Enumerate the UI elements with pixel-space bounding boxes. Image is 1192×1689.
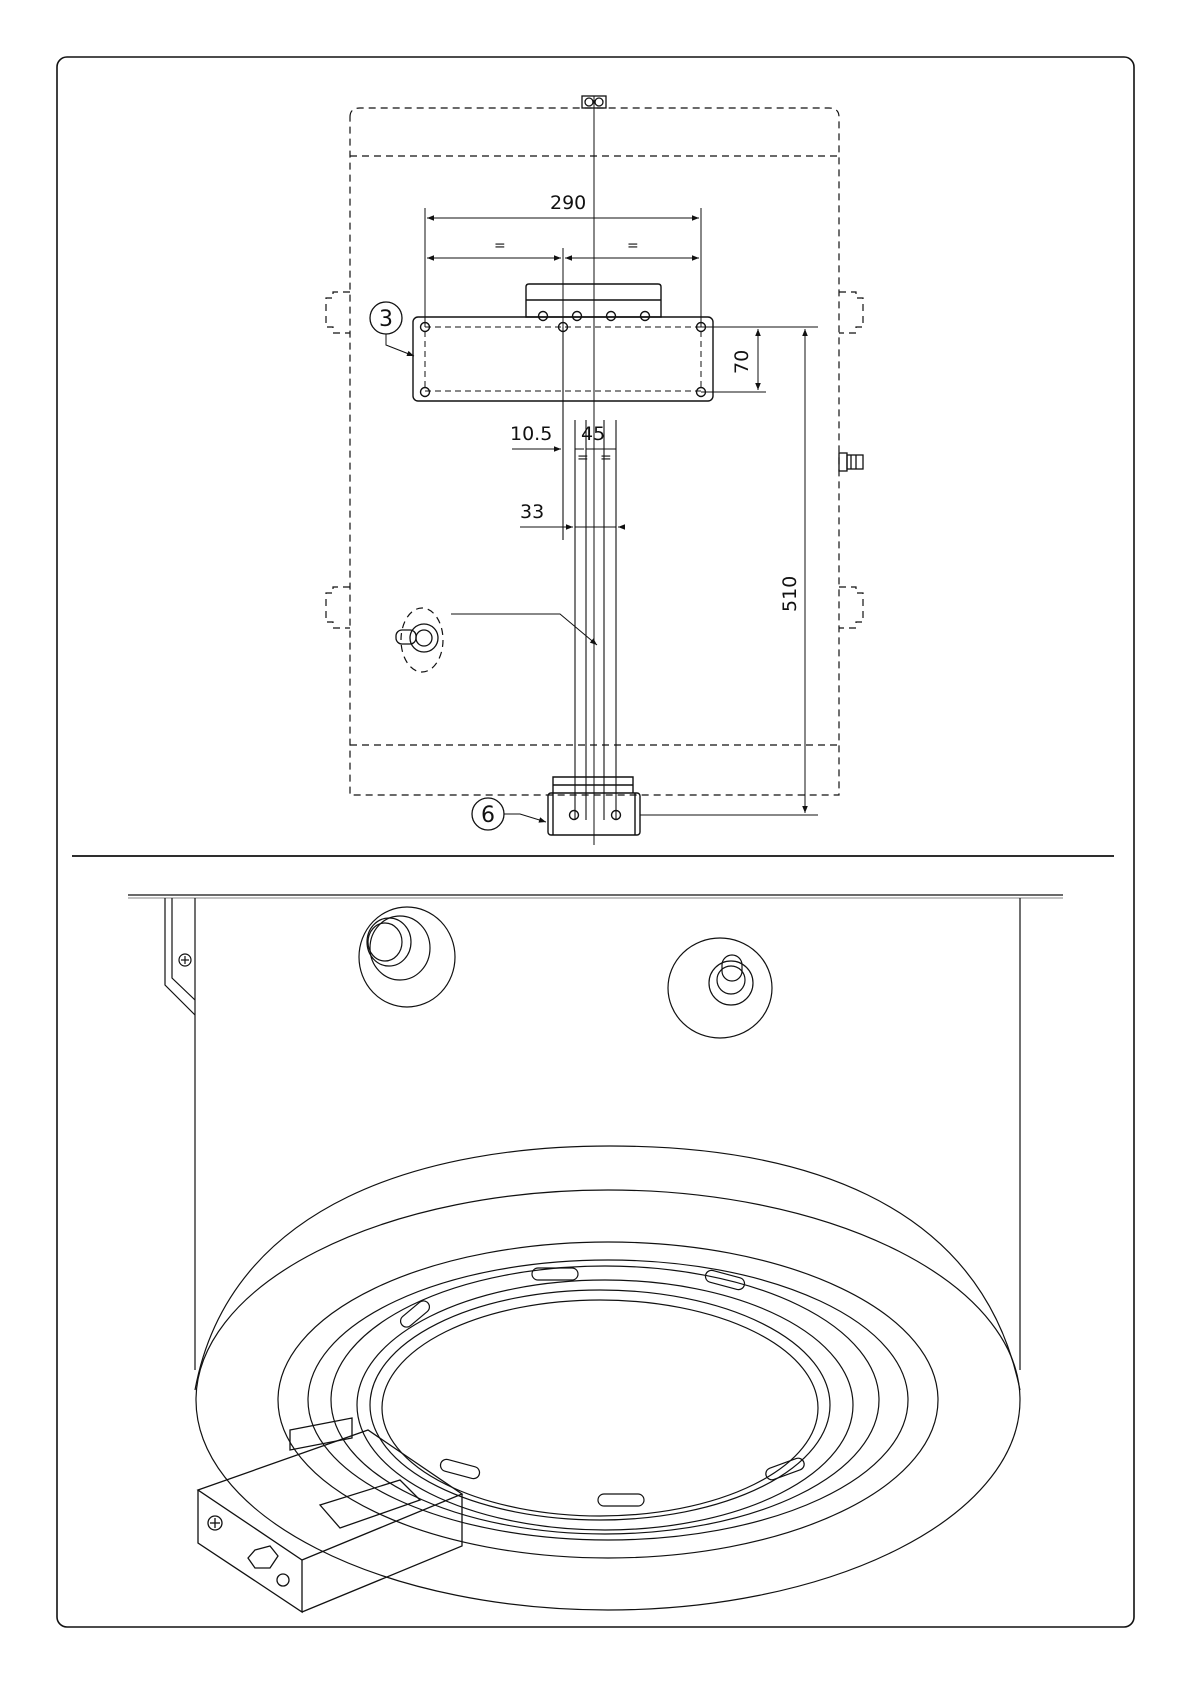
dim-half-right: = bbox=[627, 238, 639, 254]
dim-offset-small: 10.5 bbox=[510, 423, 552, 445]
callout-3-label: 3 bbox=[379, 307, 393, 332]
flange-assembly bbox=[195, 1146, 1020, 1610]
dim-half-left: = bbox=[494, 238, 506, 254]
upper-wall-bracket bbox=[165, 898, 195, 1015]
dim-offset-gap: 45 bbox=[581, 423, 605, 445]
fitting-left bbox=[359, 907, 455, 1007]
sheet-border bbox=[57, 57, 1134, 1627]
valve-fitting bbox=[396, 624, 438, 652]
dim-overall-width: 290 bbox=[550, 192, 586, 214]
dim-gap-eq-right: = bbox=[600, 450, 612, 466]
dim-total-height: 510 bbox=[779, 576, 801, 612]
cable-gland bbox=[839, 453, 863, 471]
dimension-labels: 290 = = 70 510 10.5 45 = = 33 3 6 bbox=[379, 192, 801, 828]
top-view bbox=[326, 96, 863, 845]
fitting-right bbox=[668, 938, 772, 1038]
dim-bracket-height: 70 bbox=[731, 350, 753, 374]
dim-gap-eq-left: = bbox=[577, 450, 589, 466]
dim-pipe-width: 33 bbox=[520, 501, 544, 523]
lower-wall-bracket bbox=[198, 1418, 462, 1612]
bottom-view bbox=[128, 895, 1063, 1612]
callout-6-label: 6 bbox=[481, 803, 495, 828]
